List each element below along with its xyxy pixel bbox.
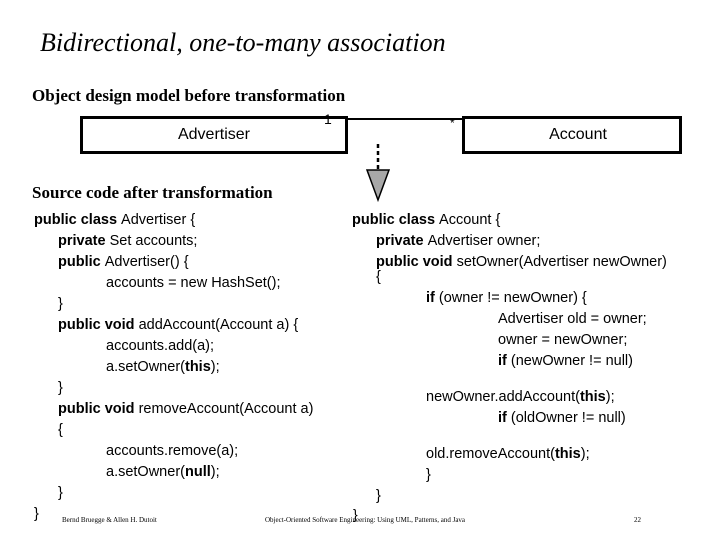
after-heading: Source code after transformation [32,183,273,202]
code-text: a.setOwner( [106,359,185,375]
code-text: } [58,380,63,396]
code-keyword: if [498,410,511,426]
code-line: Advertiser old = owner; [352,309,667,330]
code-text: { [58,422,63,438]
stray-brace: } [353,506,358,522]
code-line: } [34,294,313,315]
code-line: old.removeAccount(this); [352,444,667,465]
code-text: a.setOwner( [106,464,185,480]
association-line [347,118,463,120]
code-line: a.setOwner(this); [34,357,313,378]
code-text: Advertiser owner; [427,233,541,249]
code-text: removeAccount(Account a) [138,401,314,417]
code-line: } [352,486,667,507]
code-keyword: this [184,359,211,375]
code-keyword: private [376,233,428,249]
before-heading: Object design model before transformatio… [32,86,346,105]
code-text: accounts.add(a); [106,338,215,354]
code-keyword: public class [34,212,122,228]
code-line: { [352,267,667,288]
transform-arrow-icon [365,144,391,203]
footer-book-title: Object-Oriented Software Engineering: Us… [265,516,466,524]
code-keyword: public void [376,254,457,270]
code-text: } [58,296,63,312]
account-class-name: Account [549,126,607,143]
code-text: newOwner.addAccount( [426,389,580,405]
code-keyword: public [58,254,105,270]
left-multiplicity: 1 [324,111,332,127]
code-text: (owner != newOwner) { [438,290,587,306]
slide-title: Bidirectional, one-to-many association [40,28,446,57]
code-text: Advertiser old = owner; [498,311,647,327]
code-text: accounts = new HashSet(); [106,275,281,291]
code-line: public void removeAccount(Account a) [34,399,313,420]
code-keyword: if [498,353,511,369]
code-text: accounts.remove(a); [106,443,239,459]
code-keyword: public void [58,401,139,417]
advertiser-source-code: public class Advertiser {private Set acc… [34,210,313,525]
code-line: accounts.add(a); [34,336,313,357]
code-text: (newOwner != null) [510,353,633,369]
code-text: ); [210,464,220,480]
code-line: public void addAccount(Account a) { [34,315,313,336]
code-text: Advertiser { [121,212,196,228]
code-keyword: if [426,290,439,306]
code-text: Account { [439,212,501,228]
code-keyword: private [58,233,110,249]
code-text: Advertiser() { [104,254,189,270]
code-line: owner = newOwner; [352,330,667,351]
code-text: } [376,488,381,504]
code-line: { [34,420,313,441]
code-text: } [58,485,63,501]
code-line: accounts.remove(a); [34,441,313,462]
code-text: ); [580,446,590,462]
code-line: public Advertiser() { [34,252,313,273]
code-keyword: public void [58,317,139,333]
code-line: public void setOwner(Advertiser newOwner… [352,252,667,273]
right-multiplicity: * [450,116,455,130]
code-line: } [34,483,313,504]
footer-authors: Bernd Bruegge & Allen H. Dutoit [62,516,157,524]
code-text: owner = newOwner; [498,332,628,348]
code-text: } [426,467,431,483]
code-text: (oldOwner != null) [510,410,626,426]
code-line: if (oldOwner != null) [352,408,667,429]
code-line: accounts = new HashSet(); [34,273,313,294]
code-text: } [34,506,39,522]
code-text: { [376,269,381,285]
code-line: a.setOwner(null); [34,462,313,483]
code-line: public class Advertiser { [34,210,313,231]
advertiser-class-box: Advertiser [80,116,348,154]
advertiser-class-name: Advertiser [177,126,251,143]
code-keyword: public class [352,212,440,228]
footer-page-number: 22 [634,516,641,524]
code-keyword: null [184,464,211,480]
code-line: } [34,378,313,399]
code-keyword: this [554,446,581,462]
code-text: addAccount(Account a) { [138,317,299,333]
code-line: if (owner != newOwner) { [352,288,667,309]
code-keyword: this [579,389,606,405]
code-text: setOwner(Advertiser newOwner) [456,254,667,270]
code-text: ); [210,359,220,375]
code-text: old.removeAccount( [426,446,555,462]
code-line: private Set accounts; [34,231,313,252]
code-line [352,423,667,444]
account-class-box: Account [462,116,682,154]
code-line [352,366,667,387]
code-text: ); [605,389,615,405]
code-line: private Advertiser owner; [352,231,667,252]
code-line: if (newOwner != null) [352,351,667,372]
code-line: } [352,465,667,486]
code-line: public class Account { [352,210,667,231]
code-line: } [34,504,313,525]
code-line: newOwner.addAccount(this); [352,387,667,408]
account-source-code: public class Account {private Advertiser… [352,210,667,507]
code-text: Set accounts; [109,233,198,249]
